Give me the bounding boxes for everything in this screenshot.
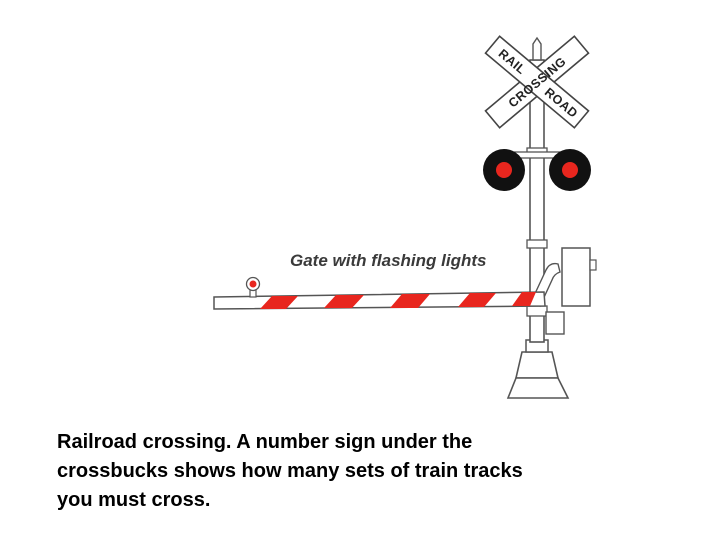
gate-arm xyxy=(213,276,546,310)
flashing-light-left xyxy=(483,149,525,191)
caption-line-1: Railroad crossing. A number sign under t… xyxy=(57,431,473,453)
signal-mast xyxy=(526,36,548,343)
gate-label: Gate with flashing lights xyxy=(290,251,486,270)
caption: Railroad crossing. A number sign under t… xyxy=(57,428,697,515)
caption-line-2: crossbucks shows how many sets of train … xyxy=(57,460,523,482)
flashing-light-right xyxy=(549,149,591,191)
caption-line-3: you must cross. xyxy=(57,489,211,511)
signal-base xyxy=(506,339,570,399)
gate-mechanism xyxy=(531,247,597,335)
